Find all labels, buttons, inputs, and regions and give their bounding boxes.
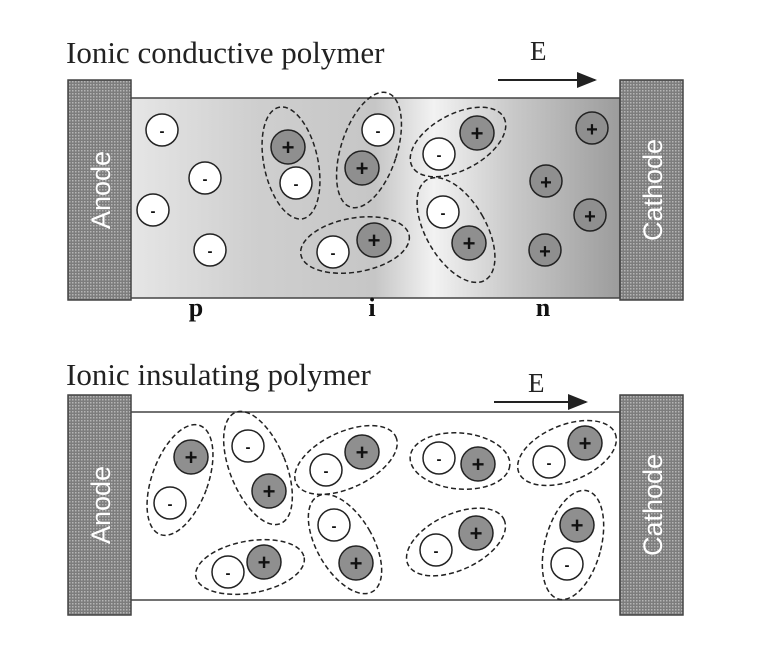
free-cation: + xyxy=(529,164,563,198)
ion-pair: - + xyxy=(516,419,618,487)
svg-text:+: + xyxy=(356,156,369,181)
free-anion: - xyxy=(145,113,179,147)
anode-label-top: Anode xyxy=(86,151,116,229)
anode-bottom: Anode xyxy=(67,394,132,616)
svg-text:-: - xyxy=(332,518,337,535)
svg-text:+: + xyxy=(282,135,295,160)
svg-text:-: - xyxy=(226,565,231,582)
svg-text:+: + xyxy=(258,550,271,575)
field-arrow-top: E xyxy=(498,36,597,88)
field-label-top: E xyxy=(530,36,547,66)
field-arrow-bottom: E xyxy=(494,368,588,410)
svg-text:-: - xyxy=(246,439,251,456)
svg-text:-: - xyxy=(203,171,208,188)
svg-text:-: - xyxy=(160,123,165,140)
svg-text:+: + xyxy=(539,241,551,263)
svg-text:-: - xyxy=(376,123,381,140)
ion-pair: - + xyxy=(335,91,403,209)
ion-pair: + - xyxy=(261,106,321,220)
svg-text:-: - xyxy=(151,203,156,220)
svg-text:+: + xyxy=(579,431,592,456)
ion-pair: - + xyxy=(194,538,306,596)
ion-pair: - + xyxy=(405,507,507,577)
free-anion: - xyxy=(136,193,170,227)
svg-text:+: + xyxy=(571,513,584,538)
svg-text:-: - xyxy=(565,557,570,574)
anode-label-bottom: Anode xyxy=(86,466,116,544)
svg-text:+: + xyxy=(463,231,476,256)
svg-text:+: + xyxy=(586,119,598,141)
svg-text:-: - xyxy=(434,543,439,560)
svg-text:-: - xyxy=(208,243,213,260)
panel-top: Ionic conductive polymer E Anode Cathode… xyxy=(66,35,684,322)
field-label-bottom: E xyxy=(528,368,545,398)
svg-text:-: - xyxy=(437,147,442,164)
cathode-label-bottom: Cathode xyxy=(638,454,668,556)
free-cation: + xyxy=(573,198,607,232)
ion-pair: - + xyxy=(409,432,511,490)
panel-title-bottom: Ionic insulating polymer xyxy=(66,357,371,392)
svg-text:-: - xyxy=(437,451,442,468)
region-label-i: i xyxy=(368,293,375,322)
svg-text:-: - xyxy=(547,455,552,472)
ion-pair: + - xyxy=(541,489,605,601)
svg-text:-: - xyxy=(294,176,299,193)
cathode-top: Cathode xyxy=(619,79,684,301)
region-label-p: p xyxy=(189,293,203,322)
svg-text:+: + xyxy=(471,121,484,146)
svg-text:+: + xyxy=(584,206,596,228)
free-cation: + xyxy=(528,233,562,267)
cathode-bottom: Cathode xyxy=(619,394,684,616)
svg-text:+: + xyxy=(185,445,198,470)
anode-top: Anode xyxy=(67,79,132,301)
svg-text:+: + xyxy=(472,452,485,477)
svg-text:-: - xyxy=(324,463,329,480)
panel-bottom: Ionic insulating polymer E Anode Cathode… xyxy=(66,357,684,616)
svg-text:+: + xyxy=(263,479,276,504)
svg-text:+: + xyxy=(540,172,552,194)
free-anion: - xyxy=(188,161,222,195)
svg-text:-: - xyxy=(168,496,173,513)
ion-pair: - + xyxy=(409,106,507,178)
ion-pair: - + xyxy=(416,176,496,284)
ion-pair: - + xyxy=(222,410,294,526)
ion-pair: - + xyxy=(307,493,383,595)
svg-text:+: + xyxy=(356,440,369,465)
svg-text:-: - xyxy=(441,205,446,222)
free-cation: + xyxy=(575,111,609,145)
svg-text:+: + xyxy=(470,521,483,546)
ion-pair: - + xyxy=(294,424,398,496)
free-anion: - xyxy=(193,233,227,267)
svg-text:-: - xyxy=(331,245,336,262)
region-label-n: n xyxy=(536,293,551,322)
panel-title-top: Ionic conductive polymer xyxy=(66,35,385,70)
ion-pair: - + xyxy=(299,215,411,275)
ion-pair: + - xyxy=(146,423,214,537)
cathode-label-top: Cathode xyxy=(638,139,668,241)
svg-text:+: + xyxy=(368,228,381,253)
svg-text:+: + xyxy=(350,551,363,576)
